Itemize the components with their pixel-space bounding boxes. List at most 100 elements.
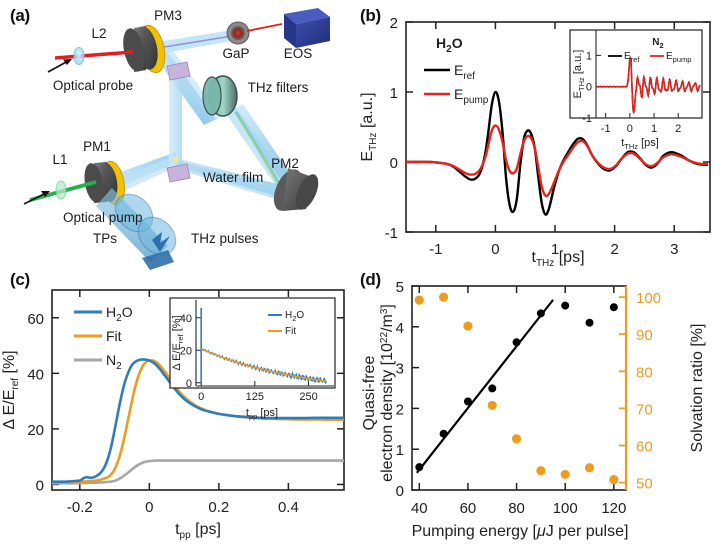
l1-lens <box>55 180 67 200</box>
panel-b-inset-frame <box>569 29 703 119</box>
thz-beam-filters-pm3 <box>150 44 216 125</box>
panel-c-inset-frame <box>169 297 336 389</box>
gap-crystal <box>226 21 250 45</box>
point-solvation-ratio <box>609 475 619 485</box>
svg-text:1: 1 <box>586 50 592 62</box>
svg-text:3: 3 <box>396 361 404 378</box>
svg-text:ETHz [a.u.]: ETHz [a.u.] <box>359 92 379 161</box>
svg-text:tpp [ps]: tpp [ps] <box>246 407 278 421</box>
label-eos: EOS <box>284 46 313 61</box>
svg-text:-1: -1 <box>429 241 442 258</box>
svg-text:0: 0 <box>396 483 404 500</box>
svg-text:40: 40 <box>411 500 428 517</box>
panel-d-ylabel-right: Solvation ratio [%] <box>689 324 706 453</box>
svg-text:2: 2 <box>390 15 398 32</box>
svg-text:0: 0 <box>586 82 592 94</box>
point-electron-density <box>536 309 545 318</box>
svg-text:0: 0 <box>390 155 398 172</box>
series-H2O <box>52 358 344 484</box>
svg-text:4: 4 <box>396 320 404 337</box>
svg-text:-1: -1 <box>582 113 592 125</box>
svg-text:-1: -1 <box>385 225 398 242</box>
probe-to-eos-line <box>246 23 283 32</box>
setup-schematic: PM3 L2 GaP EOS Optical probe THz filters… <box>23 8 330 270</box>
fit-line <box>415 299 554 474</box>
svg-text:0.4: 0.4 <box>278 499 299 516</box>
svg-text:2: 2 <box>396 401 404 418</box>
svg-text:125: 125 <box>246 391 264 403</box>
label-thz-filters: THz filters <box>248 80 309 95</box>
panel-d-label: (d) <box>360 270 381 289</box>
panel-d-xlabel: Pumping energy [μJ per pulse] <box>412 523 629 540</box>
svg-text:0.2: 0.2 <box>208 499 229 516</box>
label-gap: GaP <box>222 46 249 61</box>
svg-text:90: 90 <box>636 327 653 344</box>
panel-b-inset-xlabel: tTHz [ps] <box>621 137 659 151</box>
label-tps: TPs <box>93 231 117 246</box>
point-solvation-ratio <box>536 466 546 476</box>
svg-text:-1: -1 <box>601 123 611 135</box>
svg-text:electron density [1022/m3]: electron density [1022/m3] <box>379 304 396 482</box>
panel-c-label: (c) <box>10 270 30 289</box>
probe-arrow <box>47 59 72 73</box>
point-electron-density <box>439 429 448 438</box>
svg-text:100: 100 <box>636 290 661 307</box>
svg-text:-0.2: -0.2 <box>67 499 93 516</box>
svg-text:2: 2 <box>675 123 681 135</box>
panel-d-ylabel-left-2: electron density [1022/m3] <box>379 304 396 482</box>
panel-c-curves <box>52 358 344 485</box>
thz-beam-film-pm2-2 <box>176 160 282 201</box>
point-solvation-ratio <box>511 434 522 444</box>
series-N2 <box>52 459 344 485</box>
legend-label-h2o: H2O <box>106 304 133 324</box>
panel-b-title: H2O <box>436 35 463 55</box>
legend-label-epump: Epump <box>454 86 489 106</box>
thz-pulse-arrow <box>152 232 170 252</box>
thz-pulses-tube <box>96 188 177 270</box>
panel-c-inset-ylabel: Δ E/Eref [%] <box>171 315 185 370</box>
point-solvation-ratio <box>487 400 497 411</box>
svg-text:tpp [ps]: tpp [ps] <box>175 521 221 541</box>
panel-c-ylabel: Δ E/Eref [%] <box>1 350 21 429</box>
panel-b-inset-ylabel: ETHz [a.u.] <box>572 50 586 99</box>
svg-text:60: 60 <box>636 438 653 455</box>
svg-text:2: 2 <box>610 241 618 258</box>
point-electron-density <box>609 303 618 312</box>
panel-b-ylabel: ETHz [a.u.] <box>359 92 379 161</box>
panel-a: (a) <box>0 0 360 272</box>
point-electron-density <box>415 463 424 472</box>
svg-text:0: 0 <box>145 499 153 516</box>
svg-text:20: 20 <box>27 422 44 439</box>
label-l1: L1 <box>52 152 67 167</box>
pump-arrow <box>23 191 50 205</box>
svg-text:Quasi-free: Quasi-free <box>361 356 378 431</box>
label-l2: L2 <box>91 26 106 41</box>
svg-text:60: 60 <box>460 500 477 517</box>
svg-text:0: 0 <box>491 241 499 258</box>
point-solvation-ratio <box>439 292 449 302</box>
panel-c-xlabel: tpp [ps] <box>175 521 221 541</box>
panel-d-frame <box>411 285 627 491</box>
optical-probe-beam <box>54 50 134 60</box>
svg-text:5: 5 <box>396 279 404 296</box>
inset-legend-label-h2o: H2O <box>285 310 304 323</box>
panel-b-label: (b) <box>360 6 381 25</box>
thz-beam-pm1-film-2 <box>112 155 176 196</box>
svg-text:ETHz [a.u.]: ETHz [a.u.] <box>572 50 586 99</box>
svg-text:0: 0 <box>36 477 44 494</box>
label-pm3: PM3 <box>154 8 182 23</box>
svg-text:Pumping energy [μJ per pulse]: Pumping energy [μJ per pulse] <box>412 523 629 540</box>
point-electron-density <box>561 301 570 310</box>
svg-text:3: 3 <box>670 241 678 258</box>
svg-text:100: 100 <box>553 500 578 517</box>
inset-series-E_pump <box>595 56 701 115</box>
svg-text:120: 120 <box>601 500 626 517</box>
panel-d-ylabel-left: Quasi-free <box>361 356 378 431</box>
point-solvation-ratio <box>584 463 595 473</box>
